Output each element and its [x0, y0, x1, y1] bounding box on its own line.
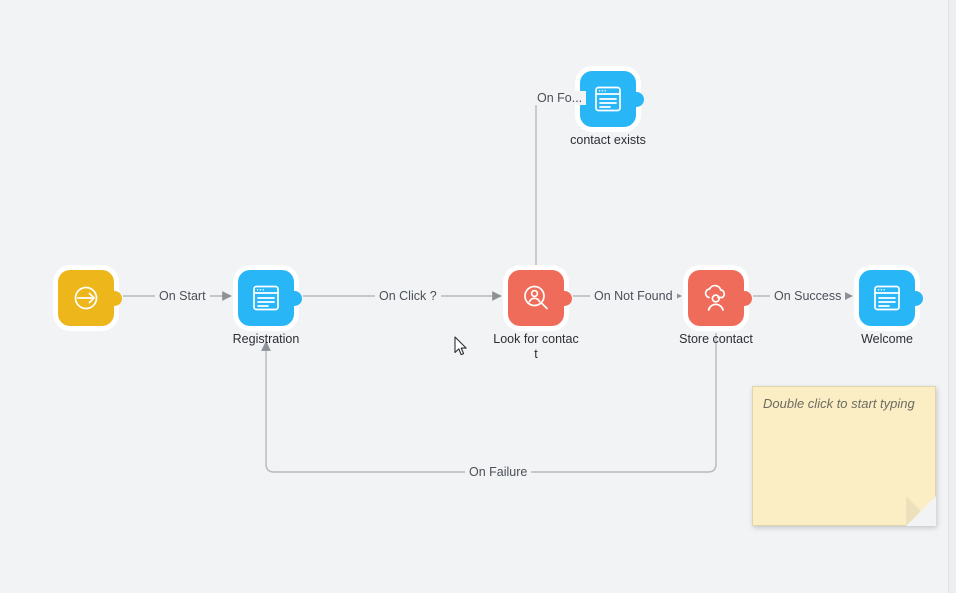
node-contact-exists-label: contact exists	[570, 133, 646, 147]
edge-label-on-failure[interactable]: On Failure	[465, 465, 532, 479]
edge-label-on-found[interactable]: On Fo...	[533, 91, 587, 105]
sticky-note-placeholder[interactable]: Double click to start typing	[763, 396, 915, 411]
node-store-contact-box[interactable]	[688, 270, 744, 326]
node-registration-label: Registration	[232, 332, 300, 346]
node-start[interactable]	[58, 270, 124, 326]
edge-path-on-found	[535, 94, 574, 270]
sticky-note[interactable]: Double click to start typing	[752, 386, 936, 526]
edge-label-on-start[interactable]: On Start	[155, 289, 210, 303]
node-contact-exists-box[interactable]	[580, 71, 636, 127]
node-contact-exists[interactable]: contact exists	[570, 71, 646, 147]
edge-label-on-success[interactable]: On Success	[770, 289, 846, 303]
arrow-pointer-icon	[454, 336, 468, 357]
node-registration-box[interactable]	[238, 270, 294, 326]
sticky-note-fold	[906, 496, 936, 526]
browser-window-icon	[592, 84, 624, 114]
node-store-contact[interactable]: Store contact	[679, 270, 754, 346]
node-welcome[interactable]: Welcome	[859, 270, 925, 346]
node-registration[interactable]: Registration	[233, 270, 304, 346]
node-store-contact-output-port[interactable]	[744, 291, 752, 306]
node-start-output-port[interactable]	[114, 291, 122, 306]
node-registration-output-port[interactable]	[294, 291, 302, 306]
browser-window-icon	[250, 283, 282, 313]
edge-label-on-not-found[interactable]: On Not Found	[590, 289, 677, 303]
node-look-for-contact-output-port[interactable]	[564, 291, 572, 306]
edge-label-on-click[interactable]: On Click ?	[375, 289, 441, 303]
node-welcome-box[interactable]	[859, 270, 915, 326]
canvas-right-edge	[948, 0, 956, 593]
node-store-contact-label: Store contact	[679, 332, 753, 346]
node-welcome-label: Welcome	[861, 332, 913, 346]
node-look-for-contact-box[interactable]	[508, 270, 564, 326]
browser-window-icon	[871, 283, 903, 313]
node-welcome-output-port[interactable]	[915, 291, 923, 306]
node-start-box[interactable]	[58, 270, 114, 326]
node-contact-exists-output-port[interactable]	[636, 92, 644, 107]
node-look-for-contact[interactable]: Look for contac t	[493, 270, 579, 361]
sign-out-circle-arrow-icon	[70, 282, 102, 314]
node-look-for-contact-label: Look for contac t	[493, 332, 579, 361]
person-search-icon	[520, 282, 552, 314]
cloud-person-icon	[700, 283, 732, 313]
